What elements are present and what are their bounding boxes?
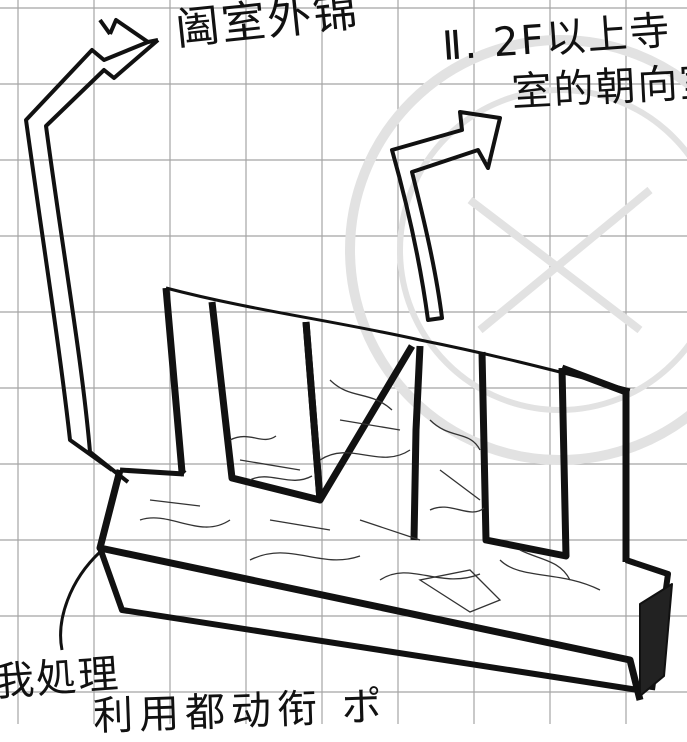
sketch-canvas	[0, 0, 687, 724]
building-base	[96, 467, 673, 701]
leader-line	[59, 550, 102, 651]
label-top-right-2: 室的朝向室	[510, 58, 687, 116]
left-airflow-arrow	[24, 18, 160, 484]
interior-sketch-lines	[139, 379, 601, 613]
right-airflow-arrow	[390, 110, 502, 322]
label-bottom: 利用都动衔 ポ	[92, 683, 389, 740]
building-fins	[162, 287, 630, 562]
watermark-seal	[345, 35, 687, 465]
